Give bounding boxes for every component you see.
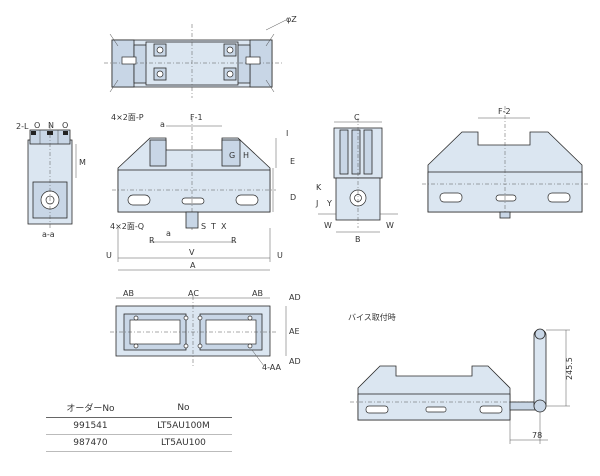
label-r-left: R <box>149 236 155 245</box>
table-header-row: オーダーNo No <box>46 398 232 418</box>
header-order-no: オーダーNo <box>46 398 135 418</box>
label-v: V <box>189 248 195 257</box>
label-ab-right: AB <box>252 289 263 298</box>
label-w-right: W <box>386 221 394 230</box>
label-78: 78 <box>532 431 542 440</box>
label-x: X <box>221 222 227 231</box>
label-t: T <box>210 222 216 231</box>
order-table: オーダーNo No 991541 LT5AU100M 987470 LT5AU1… <box>46 398 232 452</box>
label-a-bottom: a <box>166 229 171 238</box>
vise-mounted-view: バイス取付時 245.5 78 <box>348 312 574 444</box>
label-r-right: R <box>231 236 237 245</box>
label-y: Y <box>326 199 332 208</box>
label-k: K <box>316 183 322 192</box>
label-g: G <box>229 151 235 160</box>
rear-view: F-2 <box>422 106 588 220</box>
table-row: 987470 LT5AU100 <box>46 434 232 452</box>
label-a-a: a-a <box>42 230 55 239</box>
bottom-view: AB AC AB AD AE AD 4-AA <box>110 289 301 372</box>
label-i: I <box>286 129 288 138</box>
label-phi-z: φZ <box>286 15 297 24</box>
header-no: No <box>134 398 232 418</box>
label-ae: AE <box>289 327 300 336</box>
label-a-total: A <box>190 261 196 270</box>
label-f-1: F-1 <box>190 113 203 122</box>
label-b: B <box>355 235 361 244</box>
label-4x2-p: 4×2面-P <box>111 113 144 122</box>
label-a-top: a <box>160 120 165 129</box>
cell-order-no: 987470 <box>46 434 135 452</box>
cell-model-no: LT5AU100 <box>134 434 232 452</box>
label-e: E <box>290 157 295 166</box>
label-m: M <box>79 158 86 167</box>
label-s: S <box>201 222 206 231</box>
label-ab-left: AB <box>123 289 134 298</box>
label-4-aa: 4-AA <box>262 363 281 372</box>
label-n: N <box>48 121 54 130</box>
label-4x2-q: 4×2面-Q <box>110 222 144 231</box>
label-ad-top: AD <box>289 293 301 302</box>
label-245-5: 245.5 <box>565 357 574 380</box>
cell-model-no: LT5AU100M <box>134 417 232 435</box>
label-o-right: O <box>62 121 68 130</box>
label-d: D <box>290 193 296 202</box>
label-j: J <box>315 199 318 208</box>
label-f-2: F-2 <box>498 107 511 116</box>
label-2-l: 2-L <box>16 122 29 131</box>
label-u-left: U <box>106 251 112 260</box>
label-o-left: O <box>34 121 40 130</box>
section-a-a-view: 2-L O N O M a-a <box>16 121 86 239</box>
label-c: C <box>354 113 360 122</box>
side-view: C K J Y W W B <box>315 113 398 244</box>
label-ad-bottom: AD <box>289 357 301 366</box>
table-row: 991541 LT5AU100M <box>46 417 232 435</box>
label-u-right: U <box>277 251 283 260</box>
cell-order-no: 991541 <box>46 417 135 435</box>
label-ac: AC <box>188 289 199 298</box>
label-w-left: W <box>324 221 332 230</box>
label-h: H <box>243 151 249 160</box>
top-plan-view: φZ <box>104 15 297 98</box>
front-view: 4×2面-P a F-1 I G H E D 4×2面-Q a S T X U … <box>106 113 296 271</box>
label-vise-mount: バイス取付時 <box>348 312 396 322</box>
